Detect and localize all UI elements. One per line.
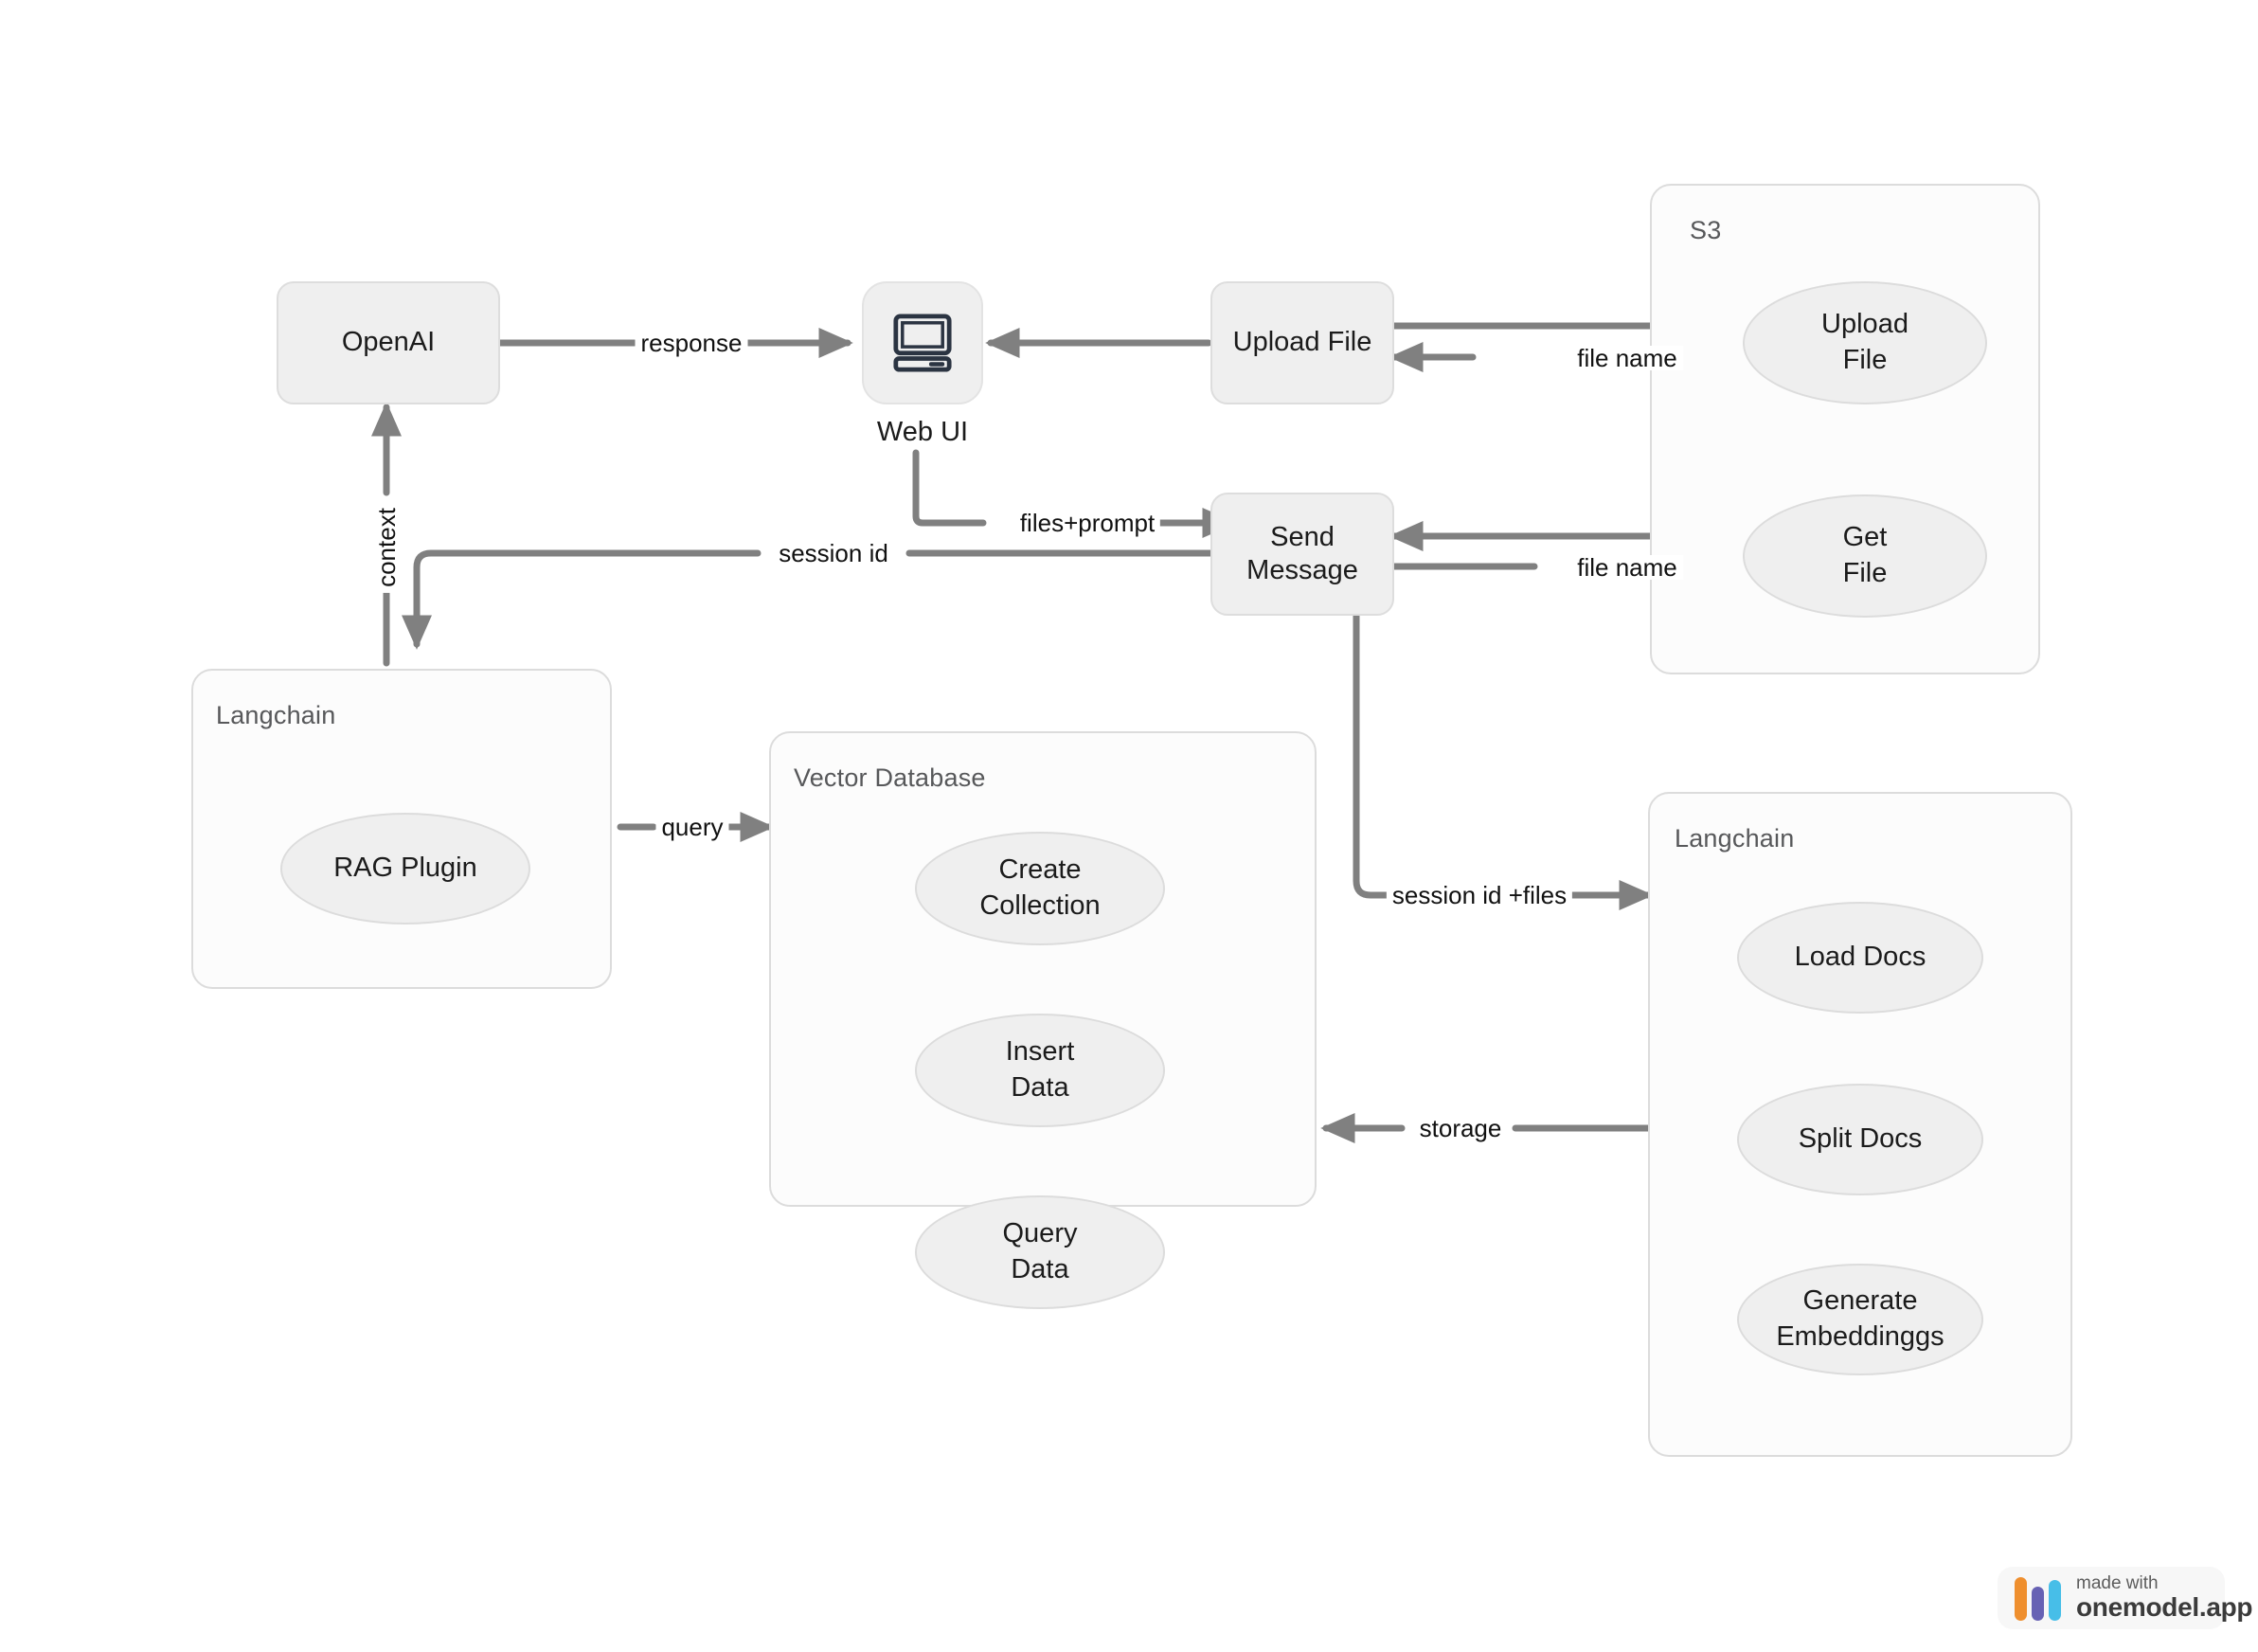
edge-label-storage: storage: [1413, 1116, 1508, 1140]
node-upload-file-action-label: Upload File: [1232, 327, 1372, 358]
edge-label-response: response: [635, 331, 748, 355]
node-insert-data-label-line2: Data: [1011, 1072, 1069, 1103]
node-query-data[interactable]: Query Data: [915, 1195, 1165, 1309]
node-s3-get-file-label-line2: File: [1842, 558, 1888, 588]
node-send-message-label: Send Message: [1246, 521, 1358, 585]
onemodel-logo-icon: [2015, 1575, 2061, 1621]
node-create-collection-label-line1: Create: [998, 854, 1082, 886]
node-query-data-label-line2: Data: [1011, 1254, 1069, 1284]
node-s3-upload-file-label-line2: File: [1842, 345, 1888, 375]
group-vector-database: [769, 731, 1317, 1207]
logo-bar-cyan: [2049, 1580, 2061, 1621]
group-langchain-left-label: Langchain: [216, 701, 336, 729]
node-openai[interactable]: OpenAI: [277, 281, 500, 404]
edge-label-query: query: [655, 815, 729, 839]
node-generate-embeddings-label-line2: Embeddinggs: [1776, 1321, 1944, 1352]
logo-bar-purple: [2032, 1587, 2044, 1621]
edge-files-prompt: [912, 449, 987, 527]
node-load-docs[interactable]: Load Docs: [1737, 902, 1983, 1014]
node-webui[interactable]: [862, 281, 983, 404]
node-upload-file-action[interactable]: Upload File: [1210, 281, 1394, 404]
logo-bar-orange: [2015, 1577, 2027, 1621]
edge-label-file-name-get: file name: [1571, 555, 1683, 580]
edge-label-session-id: session id: [773, 541, 894, 566]
node-rag-plugin[interactable]: RAG Plugin: [280, 813, 530, 925]
edge-label-file-name-upload: file name: [1571, 346, 1683, 370]
node-s3-get-file[interactable]: Get File: [1743, 494, 1987, 618]
node-s3-upload-file[interactable]: Upload File: [1743, 281, 1987, 404]
desktop-computer-icon: [893, 314, 952, 372]
node-insert-data[interactable]: Insert Data: [915, 1014, 1165, 1127]
watermark-made-with: made with: [2076, 1573, 2159, 1594]
group-vector-database-label: Vector Database: [794, 763, 986, 792]
group-s3-label: S3: [1690, 216, 1722, 244]
node-load-docs-label: Load Docs: [1794, 942, 1926, 973]
node-query-data-label-line1: Query: [1002, 1218, 1078, 1249]
node-openai-label: OpenAI: [341, 327, 436, 358]
node-s3-upload-file-label-line1: Upload: [1821, 309, 1909, 340]
group-langchain-right-label: Langchain: [1675, 824, 1795, 853]
node-insert-data-label-line1: Insert: [1005, 1036, 1075, 1068]
edge-label-session-files: session id +files: [1386, 883, 1573, 907]
edge-label-files-prompt: files+prompt: [1013, 511, 1161, 535]
edge-session-id-left: [401, 549, 762, 650]
node-rag-plugin-label: RAG Plugin: [333, 853, 477, 884]
node-generate-embeddings-label-line1: Generate: [1802, 1285, 1918, 1317]
node-generate-embeddings[interactable]: Generate Embeddinggs: [1737, 1264, 1983, 1375]
watermark-onemodel[interactable]: made with onemodel.app: [1998, 1567, 2253, 1629]
node-webui-label: Web UI: [876, 417, 969, 447]
watermark-text: made with onemodel.app: [2076, 1573, 2253, 1623]
watermark-brand: onemodel.app: [2076, 1592, 2253, 1623]
edge-session-files: [1353, 612, 1396, 899]
node-send-message[interactable]: Send Message: [1210, 493, 1394, 616]
node-s3-get-file-label-line1: Get: [1842, 522, 1888, 553]
node-create-collection-label-line2: Collection: [979, 890, 1101, 921]
node-create-collection[interactable]: Create Collection: [915, 832, 1165, 945]
node-webui-caption: Web UI: [862, 417, 983, 448]
node-split-docs[interactable]: Split Docs: [1737, 1084, 1983, 1195]
edge-label-context: context: [372, 502, 401, 593]
node-split-docs-label: Split Docs: [1798, 1123, 1923, 1155]
